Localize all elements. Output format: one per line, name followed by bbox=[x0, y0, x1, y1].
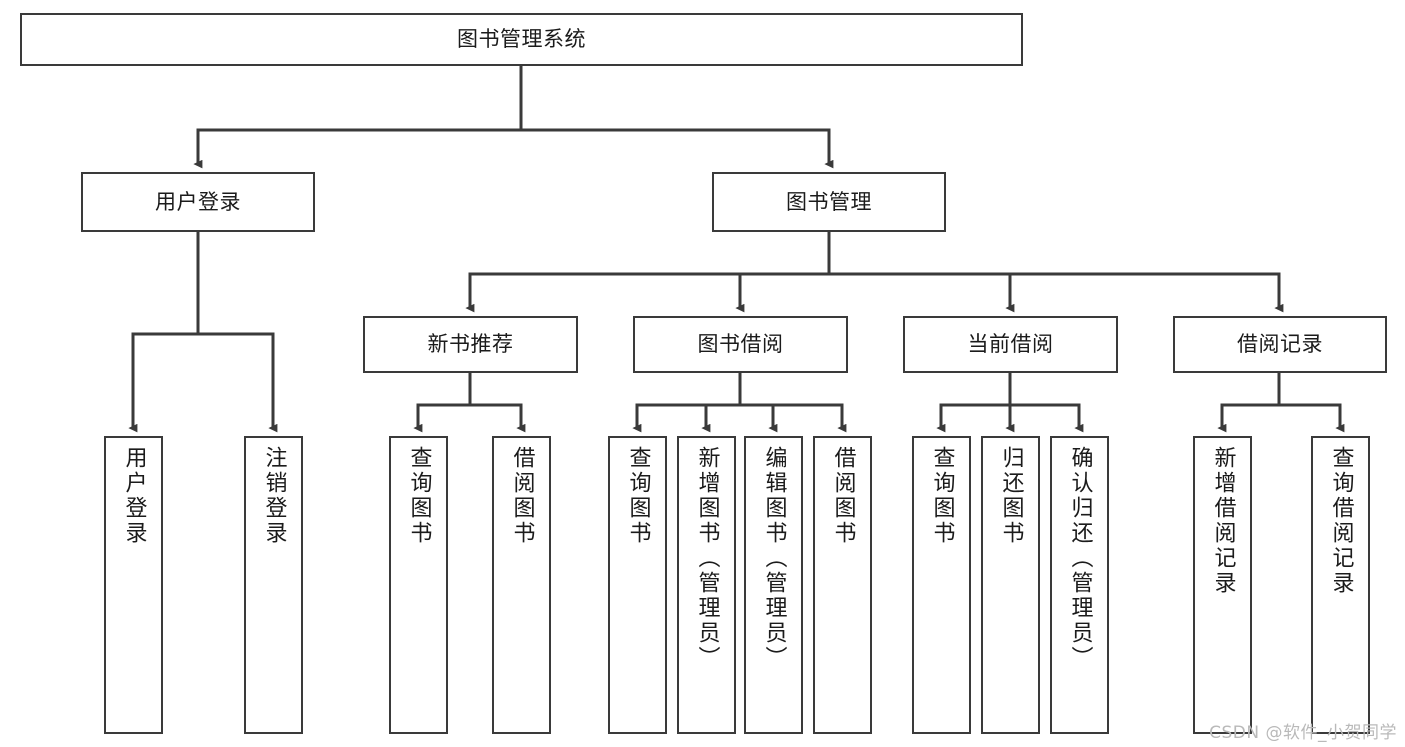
leaf-query-borrow-record[interactable]: 查询借阅记录 bbox=[1311, 436, 1370, 734]
node-label: 编辑图书（管理员） bbox=[761, 446, 787, 671]
leaf-return-book[interactable]: 归还图书 bbox=[981, 436, 1040, 734]
leaf-edit-book-admin[interactable]: 编辑图书（管理员） bbox=[744, 436, 803, 734]
node-label: 图书借阅 bbox=[697, 332, 784, 357]
node-label: 注销登录 bbox=[261, 446, 287, 546]
node-label: 查询图书 bbox=[406, 446, 432, 546]
node-label: 借阅记录 bbox=[1237, 332, 1323, 357]
leaf-borrow-book[interactable]: 借阅图书 bbox=[813, 436, 872, 734]
leaf-query-book-borrow[interactable]: 查询图书 bbox=[608, 436, 667, 734]
leaf-confirm-return-admin[interactable]: 确认归还（管理员） bbox=[1050, 436, 1109, 734]
node-book-management[interactable]: 图书管理 bbox=[712, 172, 946, 232]
leaf-add-borrow-record[interactable]: 新增借阅记录 bbox=[1193, 436, 1252, 734]
leaf-add-book-admin[interactable]: 新增图书（管理员） bbox=[677, 436, 736, 734]
node-label: 用户登录 bbox=[155, 189, 241, 214]
node-label: 确认归还（管理员） bbox=[1067, 446, 1093, 671]
node-label: 图书管理 bbox=[786, 189, 872, 214]
node-label: 查询图书 bbox=[929, 446, 955, 546]
node-label: 新增借阅记录 bbox=[1210, 446, 1236, 596]
node-label: 归还图书 bbox=[998, 446, 1024, 546]
leaf-query-book-current[interactable]: 查询图书 bbox=[912, 436, 971, 734]
node-new-book-recommend[interactable]: 新书推荐 bbox=[363, 316, 578, 373]
node-current-borrow[interactable]: 当前借阅 bbox=[903, 316, 1118, 373]
node-label: 当前借阅 bbox=[967, 332, 1054, 357]
leaf-logout-login[interactable]: 注销登录 bbox=[244, 436, 303, 734]
node-book-borrow[interactable]: 图书借阅 bbox=[633, 316, 848, 373]
leaf-query-book-new[interactable]: 查询图书 bbox=[389, 436, 448, 734]
node-label: 借阅图书 bbox=[509, 446, 535, 546]
node-label: 查询借阅记录 bbox=[1328, 446, 1354, 596]
node-root-system[interactable]: 图书管理系统 bbox=[20, 13, 1023, 66]
node-label: 用户登录 bbox=[121, 446, 147, 546]
node-label: 新书推荐 bbox=[427, 332, 514, 357]
watermark-text: CSDN @软件_小贺同学 bbox=[1209, 723, 1397, 743]
node-label: 查询图书 bbox=[625, 446, 651, 546]
node-borrow-record[interactable]: 借阅记录 bbox=[1173, 316, 1387, 373]
node-label: 新增图书（管理员） bbox=[694, 446, 720, 671]
leaf-borrow-book-new[interactable]: 借阅图书 bbox=[492, 436, 551, 734]
node-label: 图书管理系统 bbox=[457, 27, 586, 52]
node-user-login[interactable]: 用户登录 bbox=[81, 172, 315, 232]
node-label: 借阅图书 bbox=[830, 446, 856, 546]
leaf-user-login[interactable]: 用户登录 bbox=[104, 436, 163, 734]
